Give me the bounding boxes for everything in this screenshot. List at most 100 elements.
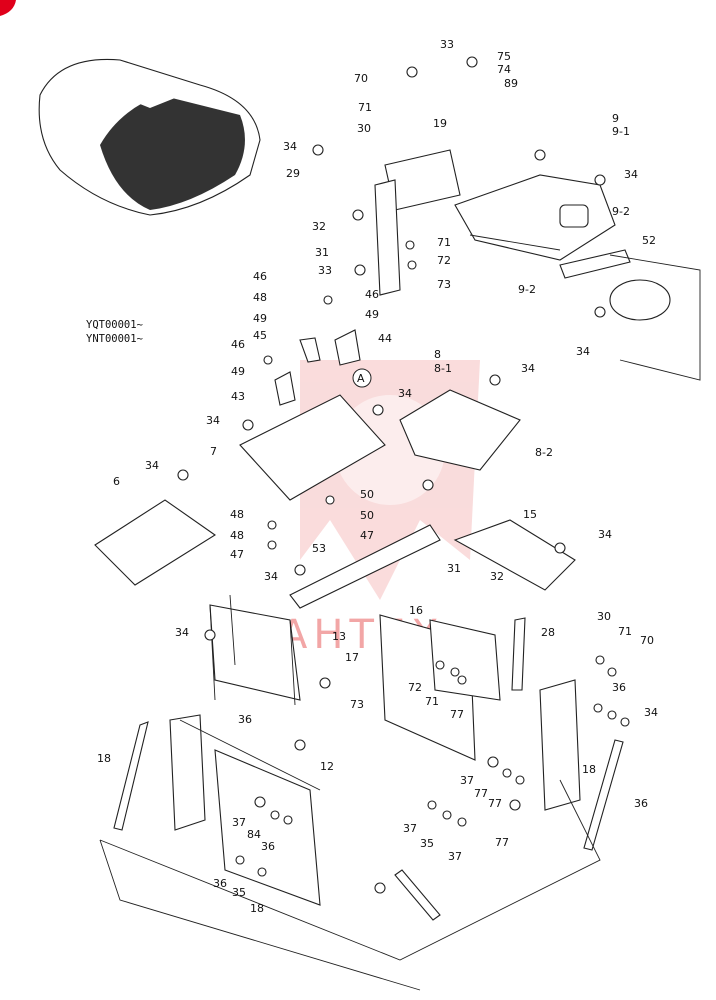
callout-36: 36 [612,681,626,694]
plate-7 [239,394,386,501]
strut-18-bottom [394,869,441,921]
callout-32: 32 [312,220,326,233]
callout-9: 9 [612,112,619,125]
detail-marker-a: A [357,372,365,385]
callout-71: 71 [425,695,439,708]
callout-34: 34 [521,362,535,375]
callout-34: 34 [264,570,278,583]
callout-34: 34 [206,414,220,427]
callout-18: 18 [582,763,596,776]
callout-34: 34 [624,168,638,181]
callout-74: 74 [497,63,511,76]
callout-34: 34 [145,459,159,472]
callout-77: 77 [488,797,502,810]
callout-77: 77 [450,708,464,721]
strut-18-left [113,721,149,831]
bar-53 [289,524,441,609]
callout-16: 16 [409,604,423,617]
callout-70: 70 [640,634,654,647]
callout-8-2: 8-2 [535,446,553,459]
callout-8: 8 [434,348,441,361]
seat-thumbnail [38,58,261,216]
callout-70: 70 [354,72,368,85]
strut-18-right [583,739,624,851]
callout-19: 19 [433,117,447,130]
callout-45: 45 [253,329,267,342]
bracket-19 [374,149,461,296]
callout-36: 36 [213,877,227,890]
callout-15: 15 [523,508,537,521]
callout-37: 37 [403,822,417,835]
callout-46: 46 [231,338,245,351]
frame-13 [209,594,301,706]
callout-9-2: 9-2 [518,283,536,296]
callout-28: 28 [541,626,555,639]
callout-46: 46 [253,270,267,283]
callout-72: 72 [408,681,422,694]
callout-77: 77 [495,836,509,849]
latch-44 [334,329,361,366]
callout-46: 46 [365,288,379,301]
callout-34: 34 [576,345,590,358]
callout-43: 43 [231,390,245,403]
callout-32: 32 [490,570,504,583]
callout-49: 49 [253,312,267,325]
machine-body-right [609,254,701,381]
machine-base [99,779,601,991]
callout-84: 84 [247,828,261,841]
callout-8-1: 8-1 [434,362,452,375]
callout-7: 7 [210,445,217,458]
callout-72: 72 [437,254,451,267]
lever-45 [299,337,321,363]
frame-17 [379,614,501,761]
callout-36: 36 [238,713,252,726]
panel-9 [454,174,616,261]
callout-48: 48 [230,508,244,521]
callout-49: 49 [365,308,379,321]
plate-15 [453,519,576,591]
callout-52: 52 [642,234,656,247]
callout-9-2: 9-2 [612,205,630,218]
callout-30: 30 [597,610,611,623]
callout-35: 35 [232,886,246,899]
callout-50: 50 [360,488,374,501]
callout-49: 49 [231,365,245,378]
callout-18: 18 [250,902,264,915]
callout-34: 34 [283,140,297,153]
callout-12: 12 [320,760,334,773]
callout-36: 36 [634,797,648,810]
frame-84 [539,679,581,811]
callout-71: 71 [618,625,632,638]
callout-53: 53 [312,542,326,555]
callout-33: 33 [318,264,332,277]
callout-71: 71 [358,101,372,114]
callout-18: 18 [97,752,111,765]
callout-71: 71 [437,236,451,249]
callout-77: 77 [474,787,488,800]
rod-28 [511,617,526,691]
callout-47: 47 [360,529,374,542]
fasteners [177,56,630,894]
callout-73: 73 [350,698,364,711]
corner-mark [0,0,16,16]
callout-31: 31 [315,246,329,259]
callout-34: 34 [175,626,189,639]
callout-73: 73 [437,278,451,291]
callout-34: 34 [644,706,658,719]
callout-37: 37 [232,816,246,829]
callout-48: 48 [230,529,244,542]
callout-33: 33 [440,38,454,51]
callout-44: 44 [378,332,392,345]
callout-35: 35 [420,837,434,850]
callout-48: 48 [253,291,267,304]
callout-31: 31 [447,562,461,575]
bar-52 [559,249,631,279]
callout-37: 37 [448,850,462,863]
callout-50: 50 [360,509,374,522]
callout-29: 29 [286,167,300,180]
cover-8 [399,389,521,471]
callout-34: 34 [598,528,612,541]
serial-1: YQT00001~ [86,319,143,331]
